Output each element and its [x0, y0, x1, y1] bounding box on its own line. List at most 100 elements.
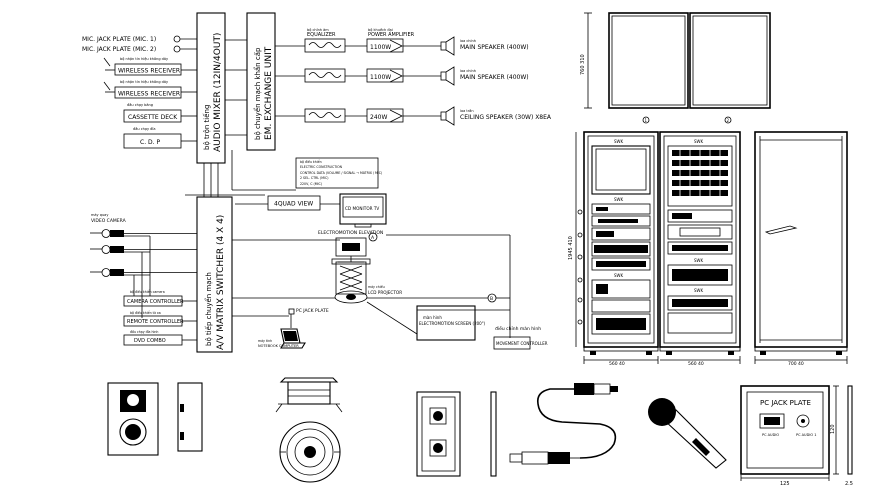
cd-monitor-label: CD MONITOR TV: [345, 206, 379, 211]
video-cameras: máy quay VIDEO CAMERA: [90, 213, 197, 318]
camera-3: [90, 268, 197, 277]
projection-screen: màn hình ELECTROMOTION SCREEN (200"): [416, 305, 510, 341]
audio-mixer-vn: bộ trộn tiếng: [203, 105, 211, 150]
pc-jack-label: PC JACK PLATE: [296, 308, 329, 314]
dim-plate-h: 120: [830, 424, 836, 434]
ceiling-speaker-label: CEILING SPEAKER (30W) X8EA: [460, 114, 552, 121]
dim-plate-d: 2.5: [845, 481, 853, 487]
elevation-label: ELECTROMOTION ELEVATION: [318, 230, 383, 236]
callout-1: 1: [645, 118, 648, 123]
camera-label: VIDEO CAMERA: [91, 218, 127, 224]
amplifier-1-value: 1100W: [370, 44, 391, 51]
amplifier-en: POWER AMPLIFIER: [368, 32, 415, 38]
ec-line2: ELECTRIC CONSTRUCTION: [300, 165, 343, 169]
quad-view-label: 4QUAD VIEW: [274, 201, 313, 208]
dim-top-h: 760 310: [580, 54, 586, 75]
matrix-en: A/V MATRIX SWITCHER (4 X 4): [216, 215, 226, 350]
rack-right-brand-3: SWK: [694, 288, 703, 293]
mic2-label: MIC. JACK PLATE (MIC. 2): [82, 46, 156, 53]
audio-mixer: bộ trộn tiếng AUDIO MIXER (12IN/4OUT): [196, 12, 226, 164]
equalizer-vn: bộ chỉnh âm: [307, 28, 329, 32]
screen-label: ELECTROMOTION SCREEN (200"): [419, 321, 486, 326]
camera-note: máy quay: [91, 213, 108, 217]
notebook-label: NOTEBOOK COMPUTER: [258, 344, 299, 348]
screen-ctrl-label: MOVEMENT CONTROLLER: [496, 341, 548, 346]
dim-plate-w: 125: [780, 481, 790, 487]
rack-left-brand-3: SWK: [614, 273, 623, 278]
rack-right-brand: SWK: [694, 139, 703, 144]
dim-rack-h: 1945 410: [568, 236, 574, 260]
camera-ctrl-label: CAMERA CONTROLLER: [127, 299, 184, 305]
notebook-note: máy tính: [258, 339, 272, 343]
matrix-vn: bộ tiếp chuyển mạch: [204, 272, 213, 346]
ec-line5: 220V, C (MIC): [300, 182, 322, 186]
matrix-switcher: bộ tiếp chuyển mạch A/V MATRIX SWITCHER …: [196, 196, 233, 353]
camera-1: [90, 229, 197, 238]
remote-label: REMOTE CONTROLLER: [127, 319, 184, 325]
ceiling-speaker-side: [275, 377, 343, 413]
screen-note: màn hình: [423, 315, 442, 320]
em-exchange-en: EM. EXCHANGE UNIT: [264, 46, 274, 140]
patch-panel: [672, 150, 728, 200]
remote-note: bộ điều khiển từ xa: [130, 310, 161, 315]
rack-right-brand-2: SWK: [694, 258, 703, 263]
ceiling-speaker-note: loa trần: [460, 109, 474, 113]
main-speaker-2-note: loa chính: [460, 69, 476, 73]
equipment-rack-right: SWK SWK SWK: [659, 131, 741, 355]
equalizer-3: [304, 108, 346, 123]
pc-jack-plate-detail: PC JACK PLATE PC AUDIO PC AUDIO 1 125 12…: [740, 385, 853, 487]
mic-wall-plate: [416, 391, 461, 477]
camera-2: [90, 245, 197, 254]
projector-label: LCD PROJECTOR: [368, 290, 402, 295]
audio-inputs: MIC. JACK PLATE (MIC. 1) MIC. JACK PLATE…: [82, 35, 197, 149]
cabinet-top-view: 760 310 1 2: [580, 12, 771, 124]
equalizer-en: EQUALIZER: [307, 32, 336, 38]
screen-ctrl-note: điều chỉnh màn hình: [495, 324, 541, 332]
projector-assembly: ELECTROMOTION ELEVATION A máy chiếu LCD …: [232, 230, 488, 335]
callout-a: A: [371, 235, 375, 241]
audio-mixer-en: AUDIO MIXER (12IN/4OUT): [213, 33, 223, 152]
wireless-receiver-1: [114, 63, 182, 76]
wireless-note-2: bộ nhận tín hiệu không dây: [120, 80, 168, 84]
xlr-cable: [509, 383, 618, 465]
wireless-receiver-1-label: WIRELESS RECEIVER: [118, 68, 180, 75]
cd-player-label: C. D. P: [140, 139, 160, 146]
pc-jack-left-label: PC AUDIO: [762, 433, 779, 437]
amplifier-2-value: 1100W: [370, 74, 391, 81]
screen-controller: B điều chỉnh màn hình MOVEMENT CONTROLLE…: [386, 234, 548, 350]
amplifier-vn: bộ khuếch đại: [368, 28, 393, 32]
electric-construction: bộ điều khiển ELECTRIC CONSTRUCTION CONT…: [295, 157, 382, 189]
em-exchange-vn: bộ chuyển mạch khẩn cấp: [253, 47, 262, 140]
speaker-side-view: [177, 382, 203, 452]
ec-line3: CONTROL DATA (VOLUME / SIGNAL → MATRIX /…: [300, 171, 382, 175]
equalizer-2: [304, 68, 346, 83]
projector-note: máy chiếu: [368, 285, 385, 289]
cassette-deck-label: CASSETTE DECK: [128, 114, 178, 121]
rack-left-brand-2: SWK: [614, 197, 623, 202]
rack-side-view: [754, 131, 848, 355]
cdp-note: đầu chạy đĩa: [133, 127, 156, 131]
microphone: [648, 398, 727, 469]
callout-b: B: [490, 296, 493, 302]
mic-wall-plate-side: [490, 391, 497, 477]
video-controllers: bộ điều khiển camera CAMERA CONTROLLER b…: [123, 289, 197, 346]
amplifier-3: [366, 108, 404, 123]
wireless-note-1: bộ nhận tín hiệu không dây: [120, 57, 168, 61]
em-exchange-unit: bộ chuyển mạch khẩn cấp EM. EXCHANGE UNI…: [246, 12, 276, 151]
equipment-rack-left: SWK SWK SWK: [577, 131, 659, 355]
pc-jack-right-label: PC AUDIO 1: [796, 433, 816, 437]
ec-line4: 2 SEL. CTRL (MIC): [300, 176, 328, 180]
ec-line1: bộ điều khiển: [300, 159, 322, 164]
amplifier-3-value: 240W: [370, 114, 387, 121]
ceiling-speaker-front: [279, 421, 341, 483]
dim-rack-w2: 560 40: [688, 361, 704, 367]
output-chains: bộ chỉnh âm EQUALIZER bộ khuếch đại POWE…: [275, 28, 552, 126]
wireless-receiver-2-label: WIRELESS RECEIVER: [118, 91, 180, 98]
main-speaker-1-label: MAIN SPEAKER (400W): [460, 44, 529, 51]
pc-jack-notebook: PC JACK PLATE máy tính NOTEBOOK COMPUTER: [232, 308, 329, 349]
dvd-label: DVD COMBO: [134, 338, 166, 344]
main-speaker-1-note: loa chính: [460, 39, 476, 43]
dvd-note: đầu chạy đĩa hình: [130, 330, 158, 334]
equalizer-1: [304, 38, 346, 53]
